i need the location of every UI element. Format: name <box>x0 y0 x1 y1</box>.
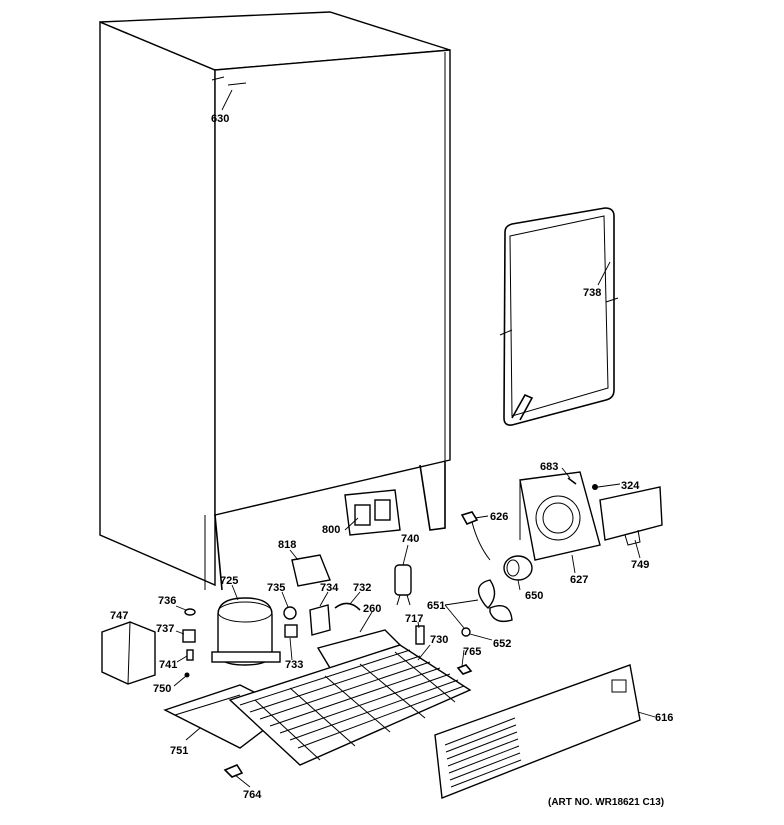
label-725: 725 <box>220 575 238 587</box>
label-738: 738 <box>583 287 601 299</box>
label-732: 732 <box>353 582 371 594</box>
label-800: 800 <box>322 524 340 536</box>
label-735: 735 <box>267 582 285 594</box>
label-764: 764 <box>243 789 262 801</box>
label-630: 630 <box>211 113 229 125</box>
label-730: 730 <box>430 634 448 646</box>
label-765: 765 <box>463 646 481 658</box>
fan-bracket <box>519 471 601 561</box>
label-734: 734 <box>320 582 339 594</box>
relay-parts <box>283 602 361 638</box>
fan-motor <box>503 555 533 581</box>
condenser-loop <box>499 207 619 426</box>
cabinet <box>99 11 451 591</box>
drain-tube <box>415 625 425 645</box>
label-740: 740 <box>401 533 419 545</box>
label-733: 733 <box>285 659 303 671</box>
water-valve <box>344 489 401 536</box>
fan-blade <box>461 579 513 637</box>
defrost-thermostat <box>460 511 491 561</box>
compressor <box>211 597 281 666</box>
label-683: 683 <box>540 461 558 473</box>
label-750: 750 <box>153 683 171 695</box>
label-324: 324 <box>621 480 640 492</box>
label-650: 650 <box>525 590 543 602</box>
relay-bracket <box>291 554 331 587</box>
leader-lines <box>173 89 656 788</box>
label-749: 749 <box>631 559 649 571</box>
label-627: 627 <box>570 574 588 586</box>
label-651: 651 <box>427 600 445 612</box>
clip <box>456 664 473 675</box>
label-717: 717 <box>405 613 423 625</box>
label-260: 260 <box>363 603 381 615</box>
terminal-cover <box>101 621 156 685</box>
art-number: (ART NO. WR18621 C13) <box>548 797 664 808</box>
label-652: 652 <box>493 638 511 650</box>
access-cover-grille <box>434 664 641 799</box>
cover-plate <box>599 486 663 546</box>
label-616: 616 <box>655 712 673 724</box>
label-818: 818 <box>278 539 296 551</box>
label-737: 737 <box>156 623 174 635</box>
capacitor <box>394 564 412 606</box>
label-741: 741 <box>159 659 177 671</box>
screws <box>567 477 598 490</box>
label-751: 751 <box>170 745 188 757</box>
condenser-coil <box>228 644 472 766</box>
label-747: 747 <box>110 610 128 622</box>
label-736: 736 <box>158 595 176 607</box>
label-626: 626 <box>490 511 508 523</box>
leveling-foot <box>223 764 244 778</box>
fasteners <box>182 608 196 678</box>
